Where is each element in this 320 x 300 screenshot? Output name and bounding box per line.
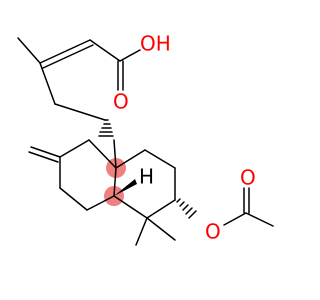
molecule-diagram: OH O O O H <box>17 32 274 246</box>
bond <box>39 62 56 105</box>
bond-double-line <box>28 151 59 163</box>
bond <box>119 49 141 62</box>
bond-double-line <box>42 44 94 69</box>
bond <box>113 195 148 219</box>
structure-svg: OH O O O H <box>17 32 274 246</box>
bond <box>144 149 176 169</box>
hydroxyl-label: OH <box>140 32 171 56</box>
bond-methyl <box>113 139 117 169</box>
hashed-wedge <box>98 119 114 137</box>
bond <box>54 103 106 121</box>
bond <box>88 139 117 169</box>
bond <box>113 167 117 197</box>
hydrogen-label: H <box>139 165 154 189</box>
bond <box>59 187 88 211</box>
bond <box>30 146 61 158</box>
bond <box>59 139 90 158</box>
bond <box>115 149 146 169</box>
carbonyl-oxygen-label: O <box>113 90 129 114</box>
wedge-bond <box>114 179 137 196</box>
bond-methyl <box>135 217 148 246</box>
bond <box>86 195 115 211</box>
bond <box>89 39 121 62</box>
bond <box>245 212 274 227</box>
ester-oxygen-label: O <box>205 220 221 244</box>
bond <box>223 212 247 226</box>
bond-methyl <box>146 217 176 241</box>
bond <box>17 37 41 64</box>
bond <box>39 39 91 64</box>
hashed-wedge <box>176 198 197 219</box>
acetyl-carbonyl-oxygen-label: O <box>240 166 256 190</box>
bond <box>146 199 176 219</box>
